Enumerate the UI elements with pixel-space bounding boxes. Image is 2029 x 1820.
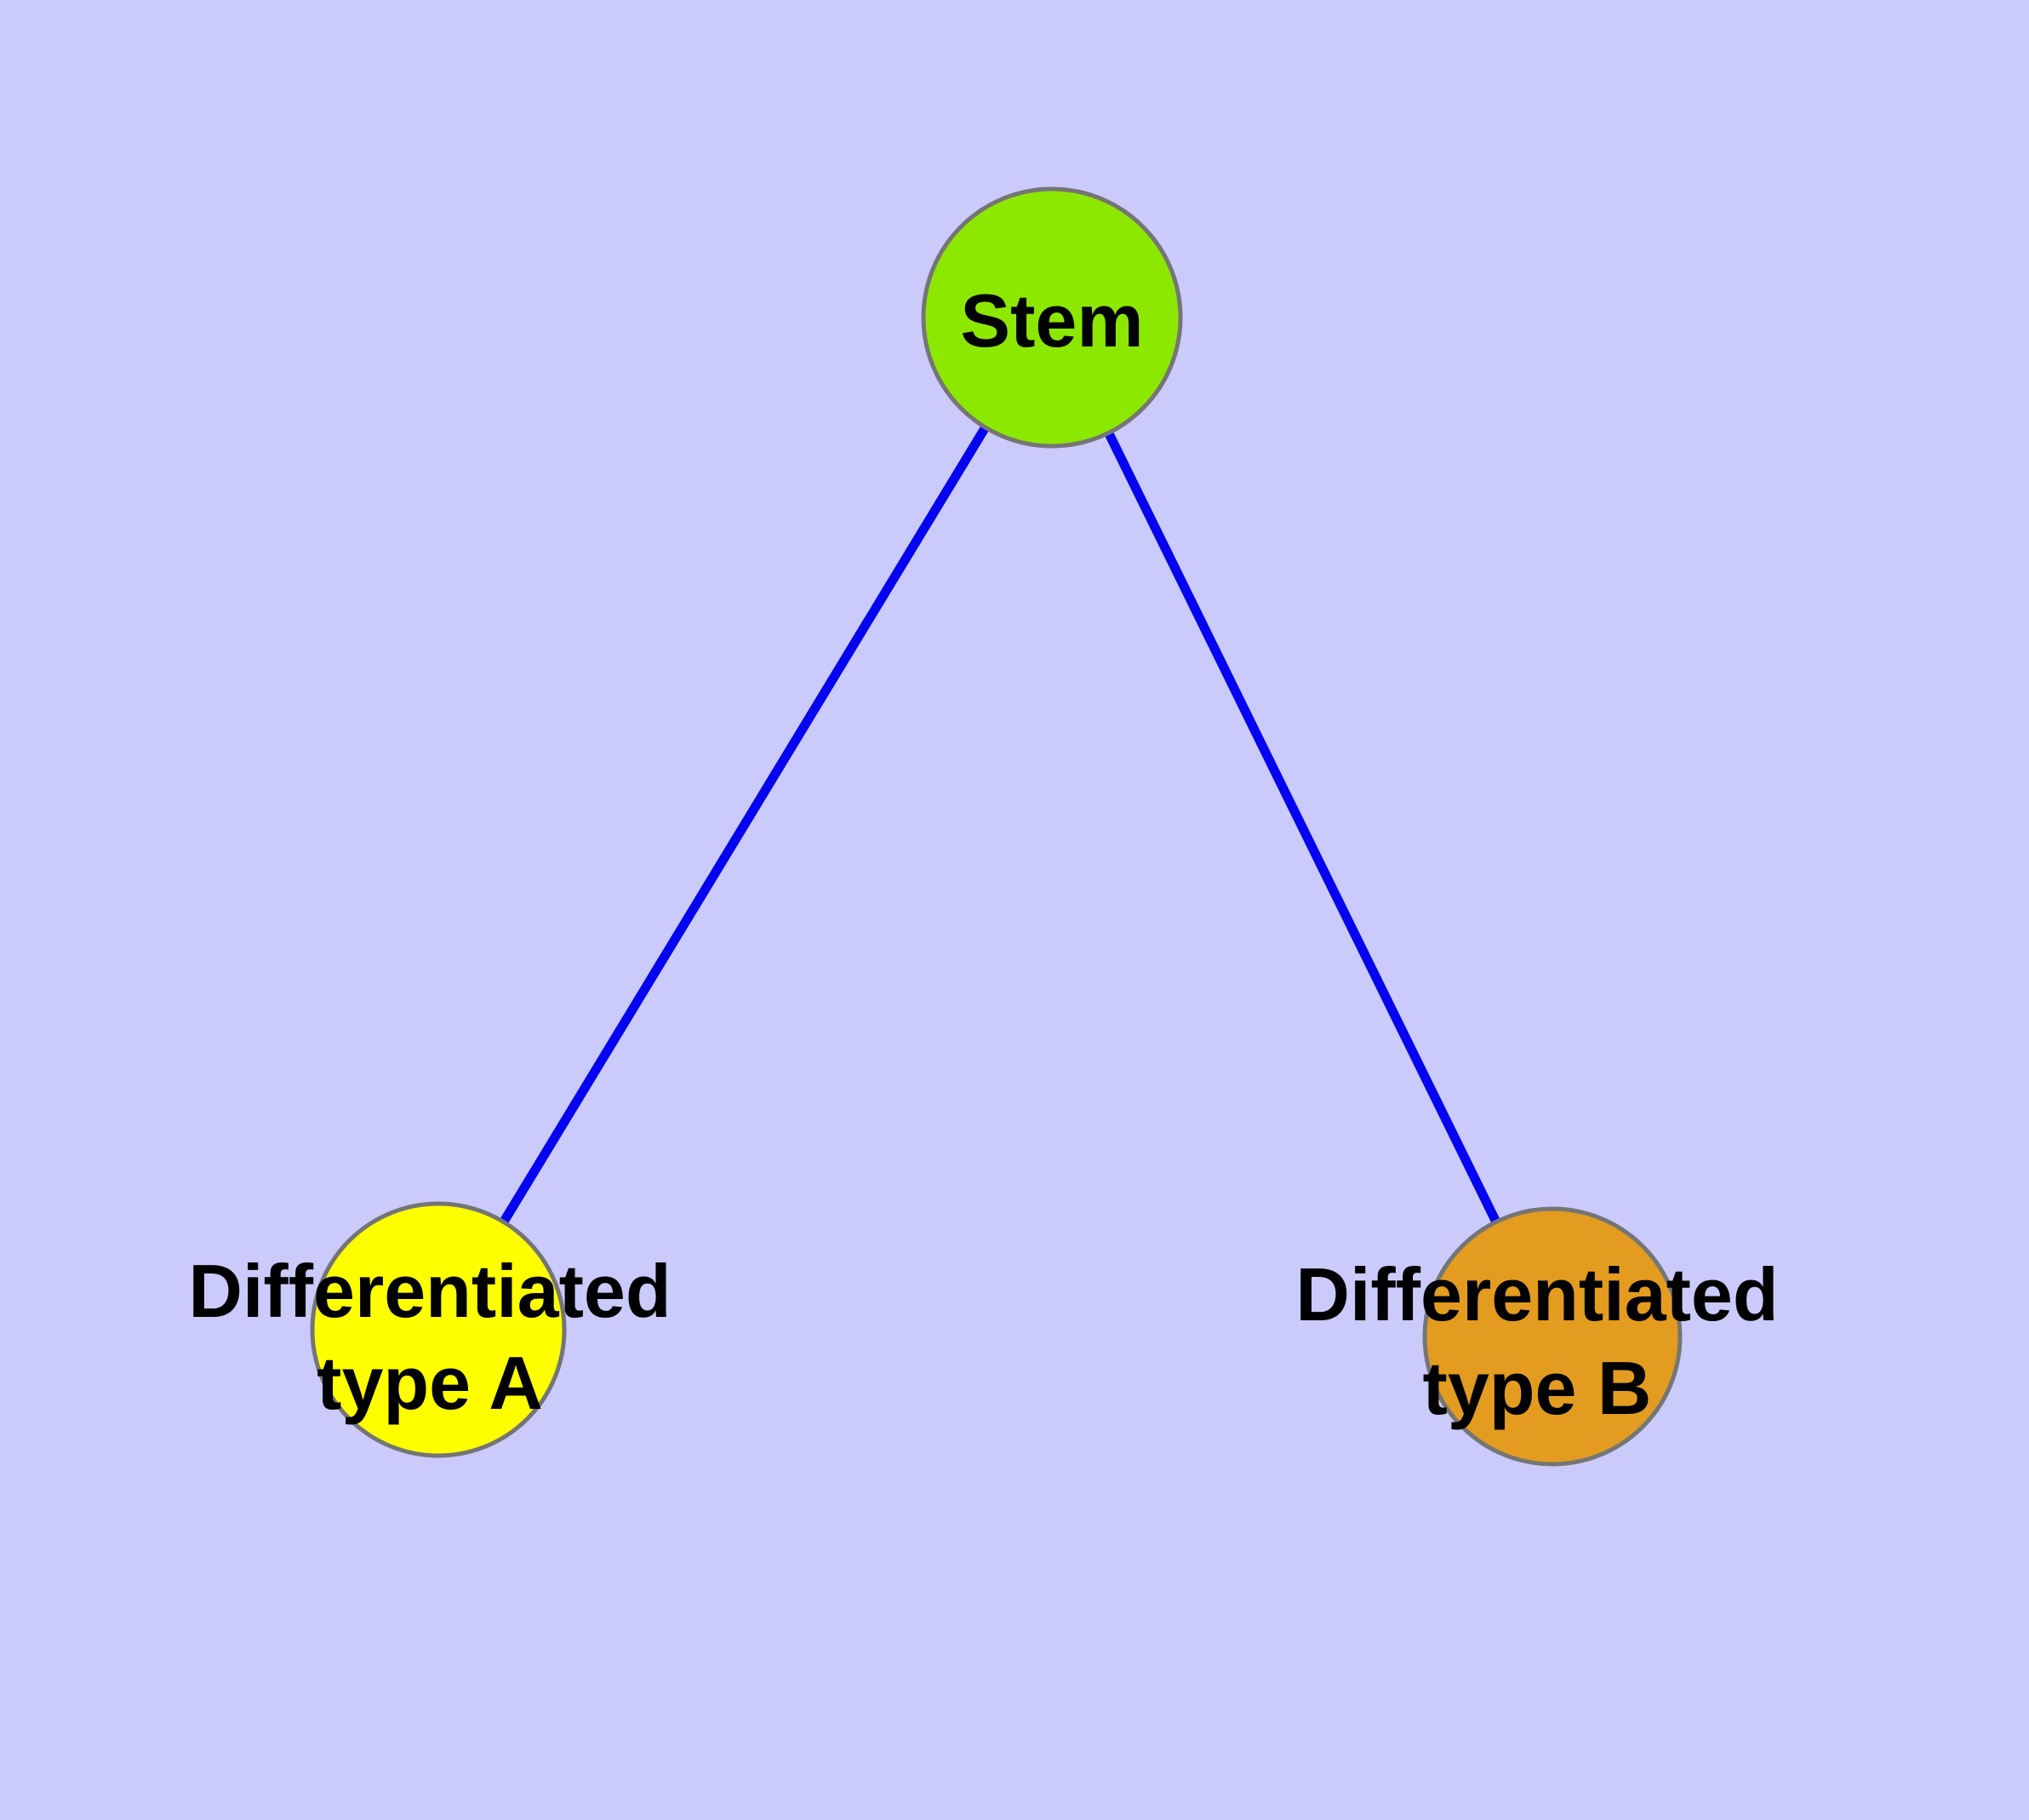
node-differentiated-type-a-label-line2: type A	[317, 1341, 543, 1425]
node-differentiated-type-b-label-line1: Differentiated	[1295, 1252, 1778, 1336]
node-differentiated-type-a-label-line1: Differentiated	[188, 1249, 671, 1333]
node-stem-label: Stem	[960, 278, 1143, 363]
node-differentiated-type-b-circle	[1422, 1206, 1683, 1467]
node-differentiated-type-a-circle	[310, 1201, 567, 1458]
node-differentiated-type-b-label-line2: type B	[1423, 1346, 1652, 1430]
node-stem-circle	[921, 186, 1183, 449]
edge-stem-to-type-a	[434, 315, 1056, 1332]
edge-stem-to-type-b	[1048, 315, 1557, 1339]
